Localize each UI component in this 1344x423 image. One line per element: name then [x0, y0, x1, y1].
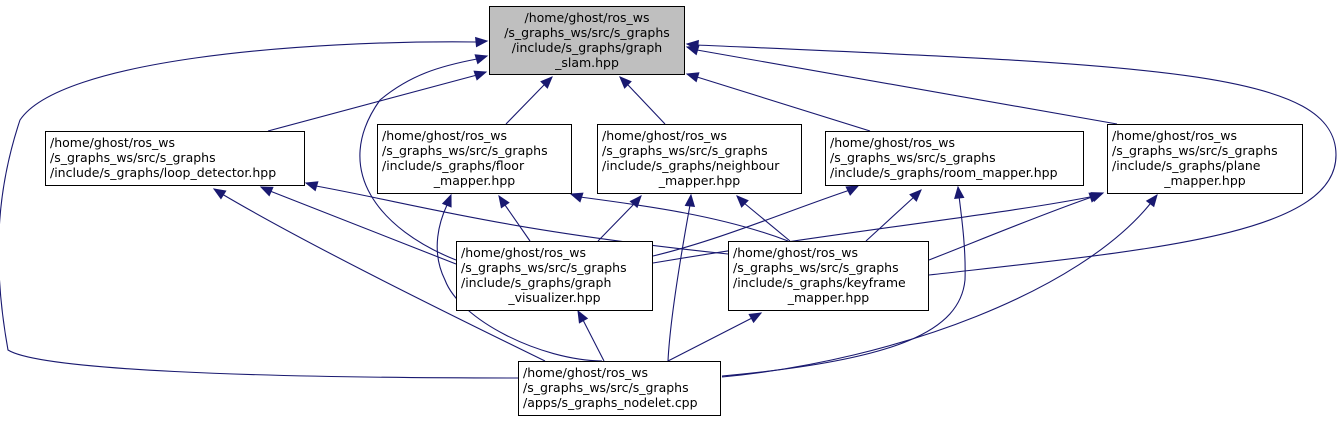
node-line: /include/s_graphs/graph: [511, 40, 663, 55]
node-s-graphs-nodelet-cpp[interactable]: /home/ghost/ros_ws /s_graphs_ws/src/s_gr…: [518, 361, 721, 416]
arrowhead: [259, 186, 274, 197]
edge-plane-mapper-to-graph-slam: [686, 46, 1118, 125]
arrowhead: [1088, 192, 1103, 203]
edge-loop-detector-to-graph-slam: [267, 71, 487, 132]
node-line: /home/ghost/ros_ws: [1112, 128, 1237, 143]
edge-graph-visualizer-to-room-mapper: [652, 185, 859, 257]
arrowhead: [441, 193, 452, 208]
node-line: /home/ghost/ros_ws: [733, 245, 858, 260]
arrowhead: [540, 76, 553, 89]
arrowhead: [845, 185, 860, 196]
edge-graph-visualizer-to-graph-slam: [359, 55, 488, 261]
edge-nodelet-to-graph-slam: [0, 40, 519, 379]
node-loop-detector-hpp[interactable]: /home/ghost/ros_ws /s_graphs_ws/src/s_gr…: [45, 131, 305, 186]
node-room-mapper-hpp[interactable]: /home/ghost/ros_ws /s_graphs_ws/src/s_gr…: [825, 131, 1084, 186]
arrowhead: [685, 72, 700, 83]
node-line: /home/ghost/ros_ws: [830, 135, 955, 150]
arrowhead: [684, 193, 696, 207]
node-line: /home/ghost/ros_ws: [461, 245, 586, 260]
node-line: /s_graphs_ws/src/s_graphs: [50, 150, 216, 165]
edge-nodelet-to-room-mapper: [721, 186, 966, 377]
node-line: /include/s_graphs/neighbour: [602, 158, 780, 173]
arrowhead: [304, 181, 319, 192]
node-line: /s_graphs_ws/src/s_graphs: [1112, 143, 1278, 158]
node-line: _mapper.hpp: [658, 173, 741, 188]
node-line: /s_graphs_ws/src/s_graphs: [504, 25, 670, 40]
arrowhead: [736, 195, 749, 208]
node-graph-visualizer-hpp[interactable]: /home/ghost/ros_ws /s_graphs_ws/src/s_gr…: [456, 241, 653, 311]
node-plane-mapper-hpp[interactable]: /home/ghost/ros_ws /s_graphs_ws/src/s_gr…: [1107, 124, 1303, 194]
arrowhead: [629, 195, 642, 209]
node-line: /s_graphs_ws/src/s_graphs: [830, 150, 996, 165]
arrowhead: [498, 194, 510, 209]
node-line: /home/ghost/ros_ws: [602, 128, 727, 143]
node-line: /home/ghost/ros_ws: [523, 365, 648, 380]
arrowhead: [473, 70, 488, 81]
node-line: /home/ghost/ros_ws: [382, 128, 507, 143]
node-line: /include/s_graphs/loop_detector.hpp: [50, 165, 277, 180]
node-neighbour-mapper-hpp[interactable]: /home/ghost/ros_ws /s_graphs_ws/src/s_gr…: [597, 124, 802, 194]
edge-graph-visualizer-to-loop-detector: [260, 186, 457, 265]
edge-nodelet-to-keyframe-mapper: [667, 312, 762, 362]
node-line: /s_graphs_ws/src/s_graphs: [733, 260, 899, 275]
node-line: /s_graphs_ws/src/s_graphs: [602, 143, 768, 158]
edge-keyframe-mapper-to-plane-mapper: [928, 193, 1102, 261]
arrowhead: [212, 188, 227, 200]
edge-nodelet-to-loop-detector: [213, 188, 546, 362]
node-line: /include/s_graphs/graph: [461, 275, 612, 290]
edge-keyframe-mapper-to-graph-slam: [686, 43, 1337, 276]
node-line: _mapper.hpp: [787, 290, 870, 305]
arrowhead: [685, 39, 699, 51]
node-line: /include/s_graphs/plane: [1112, 158, 1261, 173]
arrowhead: [1145, 193, 1158, 208]
arrowhead: [475, 36, 489, 48]
node-line: /home/ghost/ros_ws: [524, 10, 650, 25]
node-line: /s_graphs_ws/src/s_graphs: [523, 380, 689, 395]
arrowhead: [748, 312, 763, 324]
node-line: /apps/s_graphs_nodelet.cpp: [523, 395, 698, 410]
arrowhead: [954, 185, 965, 200]
edge-nodelet-to-floor-mapper: [436, 194, 603, 362]
node-line: _slam.hpp: [555, 55, 619, 70]
edge-nodelet-to-plane-mapper: [721, 194, 1158, 378]
node-line: /s_graphs_ws/src/s_graphs: [382, 143, 548, 158]
edge-keyframe-mapper-to-floor-mapper: [570, 193, 789, 242]
node-line: /include/s_graphs/keyframe: [733, 275, 906, 290]
node-keyframe-mapper-hpp[interactable]: /home/ghost/ros_ws /s_graphs_ws/src/s_gr…: [728, 241, 929, 311]
arrowhead: [909, 189, 922, 202]
node-floor-mapper-hpp[interactable]: /home/ghost/ros_ws /s_graphs_ws/src/s_gr…: [377, 124, 572, 194]
arrowhead: [577, 309, 589, 324]
node-line: _mapper.hpp: [1164, 173, 1246, 188]
arrowhead: [474, 54, 489, 65]
edge-nodelet-to-neighbour-mapper: [667, 194, 692, 362]
arrowhead: [619, 76, 632, 89]
node-line: /home/ghost/ros_ws: [50, 135, 175, 150]
node-line: _mapper.hpp: [433, 173, 516, 188]
edge-room-mapper-to-graph-slam: [686, 73, 871, 132]
node-line: /include/s_graphs/floor: [382, 158, 525, 173]
node-line: /s_graphs_ws/src/s_graphs: [461, 260, 627, 275]
node-line: _visualizer.hpp: [508, 290, 601, 305]
node-graph-slam-hpp[interactable]: /home/ghost/ros_ws /s_graphs_ws/src/s_gr…: [489, 6, 685, 75]
arrowhead: [569, 192, 584, 203]
node-line: /include/s_graphs/room_mapper.hpp: [830, 165, 1058, 180]
